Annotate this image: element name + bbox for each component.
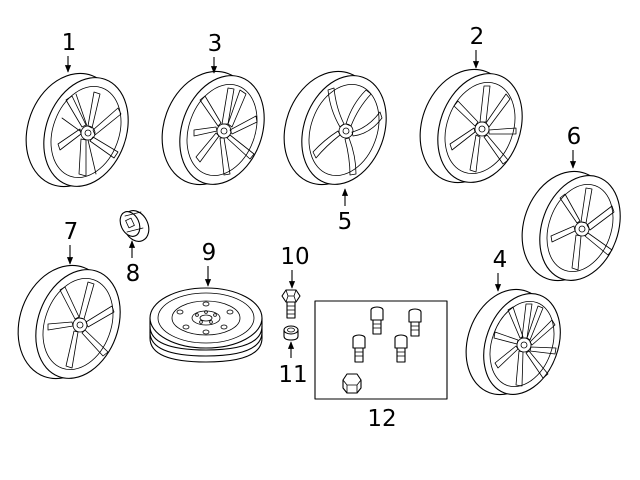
callout-1: 1 [62,30,77,56]
wheel-bolt-10[interactable] [281,289,301,319]
wheel-4[interactable] [452,278,574,407]
wheel-6[interactable] [507,159,634,293]
callout-6: 6 [567,124,582,150]
callout-4: 4 [493,247,508,273]
wheel-5[interactable] [269,58,401,197]
leader-lines [64,50,577,358]
callout-8: 8 [126,261,141,287]
wheel-2[interactable] [405,56,537,195]
callouts: 1 2 3 4 5 6 7 8 9 10 11 12 [62,24,582,432]
callout-9: 9 [202,240,217,266]
callout-3: 3 [208,31,223,57]
lock-bolt [370,306,384,335]
callout-12: 12 [367,406,396,432]
locking-bolt-kit-12[interactable] [314,300,448,400]
lock-bolt [352,334,366,363]
callout-5: 5 [338,209,353,235]
lug-nut-cap-11[interactable] [283,325,299,341]
lock-key-socket [342,373,362,394]
lock-bolt [394,334,408,363]
spare-wheel-9[interactable] [149,287,263,363]
wheel-3[interactable] [147,58,279,197]
center-cap-8[interactable] [116,206,153,245]
wheel-1[interactable] [11,60,143,199]
lock-bolt [408,308,422,337]
wheel-7[interactable] [3,252,135,391]
callout-7: 7 [64,219,79,245]
callout-10: 10 [280,244,309,270]
callout-11: 11 [278,362,307,388]
callout-2: 2 [470,24,485,50]
